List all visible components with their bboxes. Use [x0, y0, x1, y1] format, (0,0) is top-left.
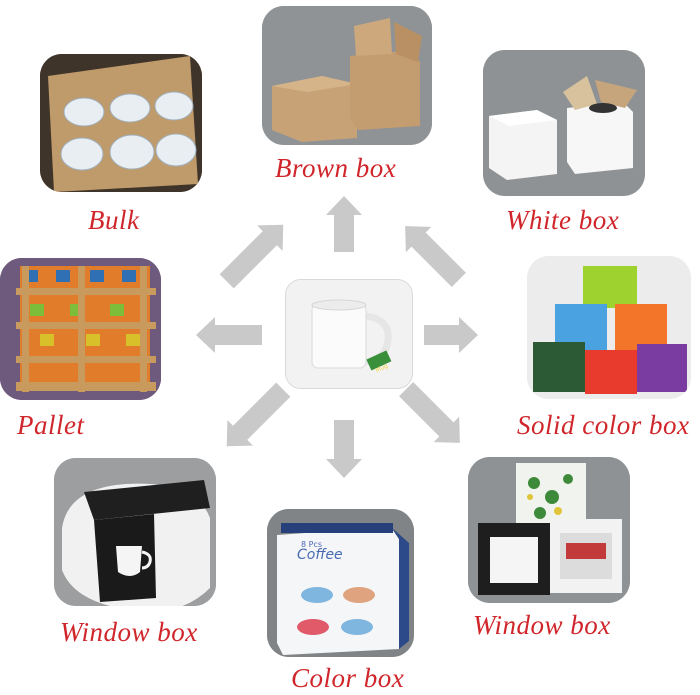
window-box-right-tile — [468, 457, 630, 603]
color-box-tile: Coffee 8 Pcs — [267, 509, 414, 657]
white-box-tile — [483, 50, 645, 196]
arrow-right — [424, 317, 478, 353]
pallet-label: Pallet — [17, 410, 85, 440]
arrow-up-right — [405, 226, 466, 287]
arrow-left — [196, 317, 262, 353]
white-box-label: White box — [506, 205, 620, 235]
bulk-label: Bulk — [88, 205, 140, 235]
arrow-down-left — [226, 382, 291, 447]
solid-color-box-tile — [527, 256, 691, 399]
arrow-up-left — [219, 224, 284, 289]
arrow-down — [326, 420, 362, 478]
window-box-right-label: Window box — [473, 610, 611, 640]
solid-color-box-label: Solid color box — [517, 410, 690, 440]
brown-box-label: Brown box — [275, 153, 397, 183]
arrow-up — [326, 196, 362, 252]
mug-tag-text: Mug — [375, 362, 390, 374]
arrow-down-right — [399, 382, 460, 443]
color-box-brand: Coffee — [297, 547, 343, 563]
color-box-label: Color box — [291, 663, 405, 693]
center-mug-tile: Mug — [285, 279, 413, 389]
color-box-sub: 8 Pcs — [301, 540, 322, 549]
pallet-tile — [0, 258, 161, 400]
bulk-tile — [40, 54, 202, 192]
brown-box-tile — [262, 6, 432, 145]
window-box-left-label: Window box — [60, 617, 198, 647]
window-box-left-tile — [54, 458, 216, 606]
